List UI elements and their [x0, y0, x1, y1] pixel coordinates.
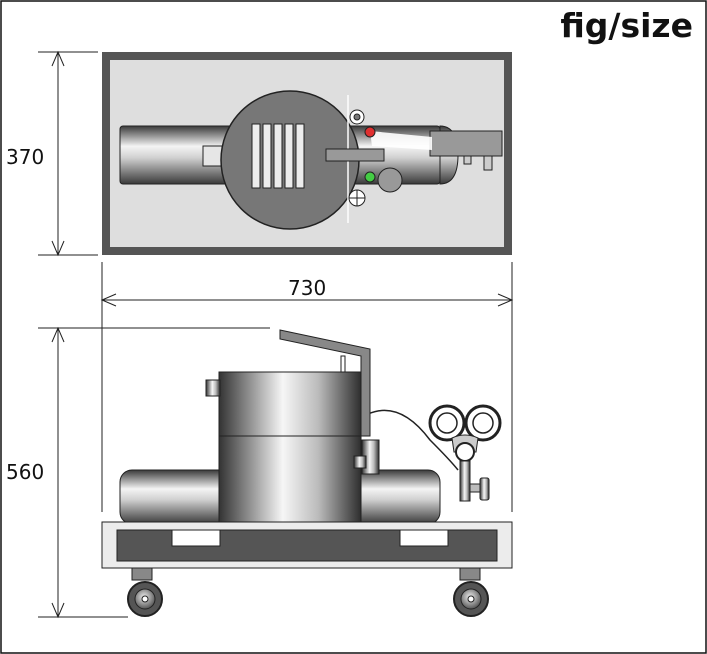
dimension-label-560: 560 [6, 460, 45, 484]
cart-slot-right [399, 529, 449, 547]
dim-560 [38, 326, 270, 619]
lamp-icon [364, 126, 376, 138]
cart-slot-left [171, 529, 221, 547]
side-handle [279, 329, 371, 437]
top-regulator [429, 130, 503, 157]
vent-slots [251, 123, 305, 189]
hose [367, 409, 459, 471]
caster-wheel-icon [453, 567, 489, 617]
dim-730 [100, 262, 514, 512]
top-valve-b [483, 155, 493, 171]
top-handle [325, 148, 385, 162]
dimension-label-730: 730 [288, 276, 327, 300]
top-cap [377, 167, 403, 193]
top-view [102, 52, 512, 255]
side-main-cylinder [218, 371, 362, 525]
lamp-icon [364, 171, 376, 183]
side-port [205, 379, 221, 397]
top-valve-a [463, 155, 472, 165]
caster-wheel-icon [127, 567, 163, 617]
figure-title: fig/size [560, 6, 693, 45]
side-view [101, 329, 513, 617]
top-hose-highlight [370, 131, 432, 150]
dim-370 [38, 50, 98, 257]
pressure-gauge-icon [428, 404, 502, 502]
dimension-label-370: 370 [6, 145, 45, 169]
